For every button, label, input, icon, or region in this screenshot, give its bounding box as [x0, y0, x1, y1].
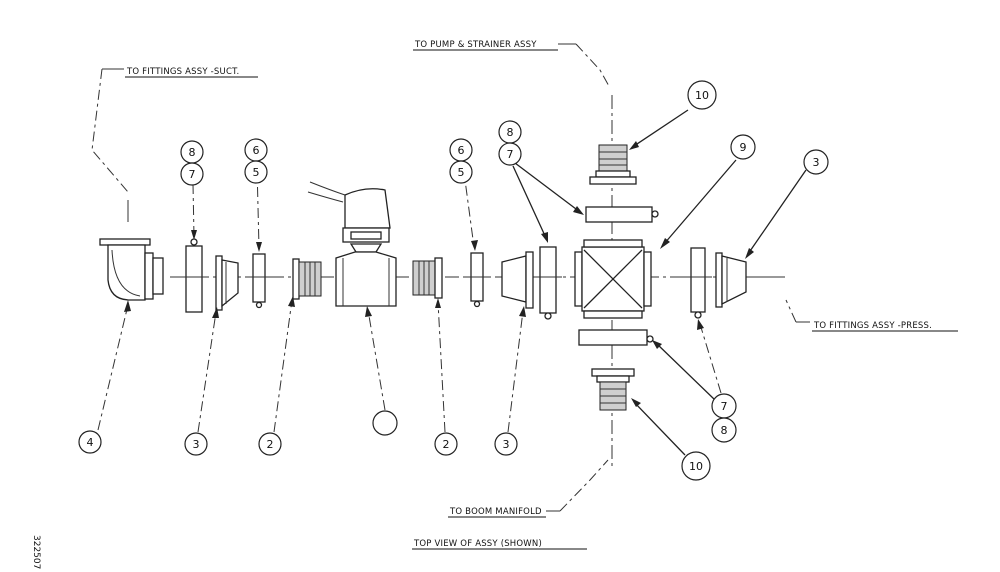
- note-fittings-pressure-text: TO FITTINGS ASSY -PRESS.: [813, 321, 932, 331]
- svg-text:8: 8: [721, 424, 728, 437]
- svg-text:10: 10: [695, 89, 709, 102]
- svg-text:9: 9: [740, 141, 747, 154]
- callout-3c: 3: [803, 149, 829, 175]
- svg-text:2: 2: [267, 438, 274, 451]
- drawing-number: 322507: [31, 535, 41, 569]
- svg-text:7: 7: [721, 400, 728, 413]
- callout-10b: 10: [681, 451, 711, 481]
- callout-7b: 7: [498, 142, 522, 166]
- leader-lines: [97, 109, 807, 456]
- callout-6b: 6: [449, 138, 473, 162]
- gasket-ring-3: [684, 247, 712, 319]
- svg-text:8: 8: [189, 146, 196, 159]
- note-pump-strainer-text: TO PUMP & STRAINER ASSY: [414, 40, 537, 50]
- note-boom-manifold-text: TO BOOM MANIFOLD: [449, 507, 542, 517]
- callout-2b: 2: [434, 432, 458, 456]
- svg-text:3: 3: [193, 438, 200, 451]
- callout-2a: 2: [258, 432, 282, 456]
- note-pump-strainer: TO PUMP & STRAINER ASSY: [413, 40, 611, 89]
- note-fittings-pressure: TO FITTINGS ASSY -PRESS.: [755, 276, 958, 332]
- threaded-adapter-2: [412, 257, 443, 299]
- callout-7a: 7: [180, 162, 204, 186]
- flow-meter: [307, 181, 397, 307]
- clamp-1: [246, 253, 272, 309]
- callout-3b: 3: [494, 432, 518, 456]
- callout-8b: 8: [498, 120, 522, 144]
- svg-text:5: 5: [253, 166, 260, 179]
- hose-adapter-top: [589, 144, 637, 185]
- svg-text:3: 3: [813, 156, 820, 169]
- note-fittings-suction-text: TO FITTINGS ASSY -SUCT.: [126, 67, 239, 77]
- svg-text:7: 7: [507, 148, 514, 161]
- note-fittings-suction: TO FITTINGS ASSY -SUCT.: [91, 67, 258, 222]
- flange-adapter-3: [715, 252, 747, 308]
- gasket-ring-1: [180, 238, 208, 313]
- svg-text:6: 6: [253, 144, 260, 157]
- callout-10a: 10: [687, 80, 717, 110]
- clamp-2: [464, 252, 490, 308]
- callout-7c: 7: [711, 393, 737, 419]
- callout-4: 4: [78, 430, 102, 454]
- svg-text:7: 7: [189, 168, 196, 181]
- gasket-ring-2: [534, 246, 562, 320]
- gasket-bar-bottom: [578, 329, 654, 346]
- view-title: TOP VIEW OF ASSY (SHOWN): [412, 539, 587, 550]
- callout-5a: 5: [244, 160, 268, 184]
- svg-text:10: 10: [689, 460, 703, 473]
- callout-3a: 3: [184, 432, 208, 456]
- callout-8c: 8: [711, 417, 737, 443]
- callout-1: [372, 410, 398, 436]
- svg-text:4: 4: [87, 436, 94, 449]
- callout-9: 9: [730, 134, 756, 160]
- cross-fitting: [574, 239, 652, 319]
- callout-8a: 8: [180, 140, 204, 164]
- hose-adapter-bottom: [591, 368, 635, 411]
- callout-6a: 6: [244, 138, 268, 162]
- svg-text:5: 5: [458, 166, 465, 179]
- callout-5b: 5: [449, 160, 473, 184]
- elbow-fitting: [99, 238, 164, 301]
- note-boom-manifold: TO BOOM MANIFOLD: [448, 459, 609, 518]
- svg-text:8: 8: [507, 126, 514, 139]
- flange-adapter-1: [215, 255, 239, 311]
- svg-text:3: 3: [503, 438, 510, 451]
- view-title-text: TOP VIEW OF ASSY (SHOWN): [413, 539, 542, 549]
- threaded-adapter-1: [292, 258, 322, 300]
- svg-text:2: 2: [443, 438, 450, 451]
- gasket-bar-top: [585, 206, 659, 223]
- svg-text:6: 6: [458, 144, 465, 157]
- flange-adapter-2: [501, 251, 534, 309]
